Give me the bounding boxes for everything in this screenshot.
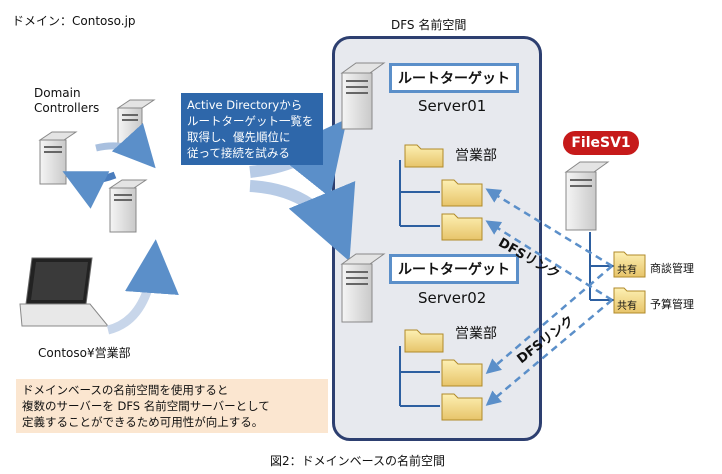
share-folder-icon-1 <box>613 251 646 278</box>
folder-icon-server02-link2 <box>441 393 483 421</box>
share-folder-icon-2 <box>613 287 646 314</box>
client-label: Contoso¥営業部 <box>38 346 131 360</box>
domain-controllers-label: Domain Controllers <box>34 86 100 115</box>
server01-name: Server01 <box>418 97 487 115</box>
fileserver-icon <box>564 161 610 231</box>
share-badge-1: 共有 <box>617 265 637 276</box>
laptop-icon <box>19 257 110 327</box>
folder-icon-server02-dept <box>404 329 444 353</box>
dfs-link-line-3 <box>485 265 613 374</box>
replication-arrow-2 <box>62 171 117 209</box>
domain-controller-server-icon-2 <box>38 131 78 185</box>
figure-caption: 図2：ドメインベースの名前空間 <box>270 454 446 468</box>
folder-icon-server01-dept <box>404 144 444 168</box>
folder-icon-server01-link2 <box>441 213 483 241</box>
dfs-namespace-title: DFS 名前空間 <box>391 18 467 32</box>
server01-icon <box>340 62 386 130</box>
dfs-link-line-2 <box>485 220 613 302</box>
dfs-link-line-1 <box>485 188 613 268</box>
server02-dept-folder-label: 営業部 <box>455 326 497 342</box>
server01-dept-folder-label: 営業部 <box>455 148 497 164</box>
client-query-arrow <box>106 239 179 335</box>
dfs-link-line-4 <box>485 299 613 406</box>
folder-icon-server01-link1 <box>441 179 483 207</box>
fileserver-label: FileSV1 <box>563 131 639 155</box>
note-box: ドメインベースの名前空間を使用すると 複数のサーバーを DFS 名前空間サーバー… <box>16 379 328 433</box>
domain-controller-server-icon-3 <box>108 179 148 233</box>
replication-arrow-1 <box>95 123 156 169</box>
ad-callout: Active Directoryから ルートターゲット一覧を 取得し、優先順位に… <box>181 93 323 165</box>
domain-label: ドメイン：Contoso.jp <box>12 14 136 28</box>
root-target-label-server02: ルートターゲット <box>389 254 519 284</box>
domain-controller-server-icon-1 <box>116 99 156 149</box>
share-label-2: 予算管理 <box>650 298 694 311</box>
share-label-1: 商談管理 <box>650 262 694 275</box>
folder-icon-server02-link1 <box>441 359 483 387</box>
connect-arrow-server02 <box>249 180 356 262</box>
share-badge-2: 共有 <box>617 301 637 312</box>
server02-name: Server02 <box>418 289 487 307</box>
root-target-label-server01: ルートターゲット <box>389 63 519 93</box>
server02-icon <box>340 253 386 323</box>
